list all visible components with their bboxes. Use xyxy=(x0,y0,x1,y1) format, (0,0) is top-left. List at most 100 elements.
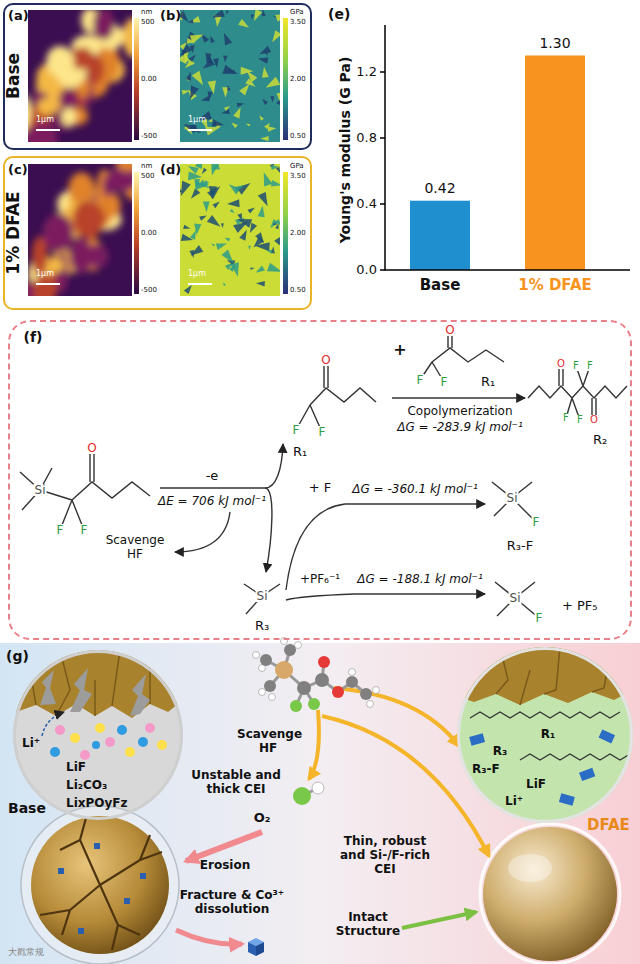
base-cei-zoom xyxy=(138,737,148,747)
figure-label: ΔG = -188.1 kJ mol⁻¹ xyxy=(357,573,483,587)
dfae-cei-zoom xyxy=(457,647,633,705)
figure-label: Base xyxy=(420,277,461,294)
modulus-map xyxy=(199,179,210,188)
reaction-scheme xyxy=(355,593,485,594)
figure-label: F xyxy=(416,374,425,386)
afm-topography xyxy=(36,76,61,93)
modulus-map xyxy=(209,186,217,199)
afm-topography xyxy=(88,56,105,84)
figure-label: R₃-F xyxy=(507,539,533,554)
figure-label: Si xyxy=(506,492,519,504)
figure-label: GPa xyxy=(290,8,304,16)
reaction-scheme xyxy=(20,334,627,618)
modulus-map xyxy=(241,67,254,75)
modulus-map xyxy=(272,30,280,42)
modulus-map xyxy=(273,223,277,226)
dfae-molecule xyxy=(318,656,330,668)
modulus-map xyxy=(190,34,204,43)
modulus-map xyxy=(229,264,236,272)
modulus-map xyxy=(248,246,251,250)
figure-label: F xyxy=(318,426,327,438)
figure-label: 500 xyxy=(141,172,154,180)
modulus-map xyxy=(227,199,240,207)
base-cei-zoom xyxy=(80,750,90,760)
afm-images xyxy=(7,8,288,330)
color-bar xyxy=(134,172,139,294)
modulus-map xyxy=(182,90,190,95)
base-cei-zoom xyxy=(95,723,105,733)
figure-label: F xyxy=(535,612,544,624)
dfae-molecule xyxy=(284,644,296,656)
modulus-map xyxy=(183,124,197,133)
modulus-map xyxy=(246,124,250,127)
color-bar xyxy=(283,18,288,140)
cracked-particle xyxy=(78,928,84,934)
dfae-cei-zoom xyxy=(579,768,595,781)
color-bar xyxy=(134,18,139,140)
hf-molecule xyxy=(312,782,324,794)
fracture-arrow xyxy=(176,930,242,944)
modulus-map xyxy=(211,164,219,175)
figure-label: 1% DFAE xyxy=(518,277,592,294)
reaction-scheme xyxy=(286,504,345,590)
modulus-map xyxy=(183,225,190,229)
afm-topography xyxy=(28,10,132,142)
dfae-cei-zoom xyxy=(457,647,633,823)
modulus-map xyxy=(221,250,233,263)
reaction-scheme xyxy=(345,503,485,504)
base-cei-zoom xyxy=(70,733,80,743)
figure-label: F xyxy=(586,361,594,371)
figure-label: Fracture & Co³⁺ dissolution xyxy=(180,889,285,917)
figure-label: O₂ xyxy=(254,811,271,826)
dfae-cei-zoom xyxy=(559,793,575,805)
afm-topography xyxy=(81,210,106,228)
dfae-cei-zoom xyxy=(599,729,615,743)
modulus-map xyxy=(190,86,199,100)
figure-label: + F xyxy=(309,481,332,496)
reaction-scheme xyxy=(492,482,536,522)
modulus-map xyxy=(199,215,207,220)
modulus-map xyxy=(237,219,252,228)
dissolved-cobalt xyxy=(248,942,256,956)
dfae-molecule xyxy=(308,698,320,710)
figure-label: O xyxy=(320,354,331,366)
modulus-map xyxy=(180,10,280,142)
figure-label: R₃ xyxy=(255,619,269,634)
intact-particle xyxy=(480,824,620,964)
figure-label: 1μm xyxy=(36,269,54,278)
node-text: LiF xyxy=(66,761,86,775)
modulus-map xyxy=(271,180,280,187)
reaction-scheme xyxy=(296,364,376,432)
modulus-map xyxy=(255,232,264,243)
figure-label: Si xyxy=(256,590,269,602)
dfae-cei-zoom xyxy=(470,712,630,760)
figure-label: O xyxy=(556,359,566,369)
bar-chart xyxy=(385,25,630,270)
figure-label: Intact Structure xyxy=(335,911,401,939)
figure-label: 3.50 xyxy=(290,172,306,180)
modulus-map xyxy=(237,103,244,108)
modulus-map xyxy=(212,201,219,208)
reaction-scheme xyxy=(20,452,150,530)
reaction-scheme xyxy=(244,584,280,614)
figure-label: O xyxy=(589,415,599,425)
modulus-map xyxy=(208,119,213,122)
mechanism-illustration xyxy=(0,643,640,964)
modulus-map xyxy=(259,46,271,54)
figure-label: 500 xyxy=(141,18,154,26)
modulus-map xyxy=(235,185,244,192)
dfae-molecule xyxy=(253,652,260,659)
modulus-map xyxy=(212,10,225,18)
node-text: R₁ xyxy=(541,728,556,742)
figure-label: (d) xyxy=(160,163,181,178)
figure-label: -500 xyxy=(141,132,157,140)
figure-label: Copolymerization xyxy=(407,405,512,419)
base-cei-zoom xyxy=(105,737,115,747)
reaction-scheme xyxy=(160,487,265,488)
hf-molecule xyxy=(293,782,324,805)
node-text: Li₂CO₃ xyxy=(66,779,107,793)
modulus-map xyxy=(195,164,203,169)
cracked-particle xyxy=(31,816,169,954)
modulus-map xyxy=(276,167,280,173)
